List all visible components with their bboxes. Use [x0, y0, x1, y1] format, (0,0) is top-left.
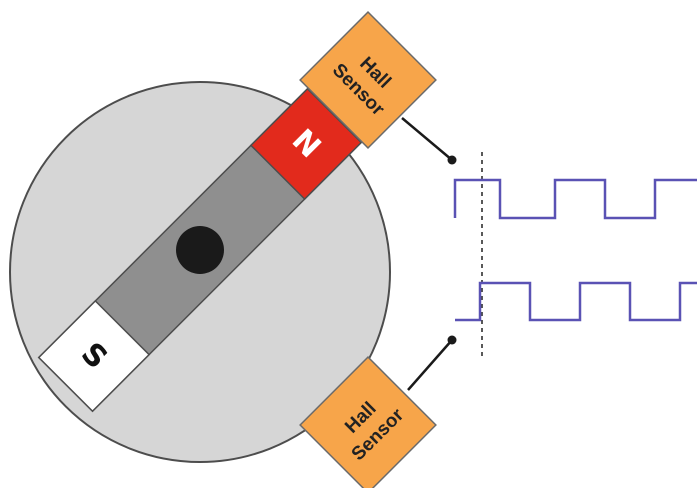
top-sensor-lead [401, 117, 453, 161]
bottom-hall-sensor: Hall Sensor [299, 356, 437, 488]
top-sensor-box [299, 11, 437, 149]
sensor-b-waveform [455, 281, 697, 322]
south-pole [37, 299, 151, 413]
bottom-sensor-lead-dot [447, 335, 457, 345]
sensor-a-waveform [453, 178, 697, 220]
north-pole [249, 87, 363, 201]
bottom-sensor-box [299, 356, 437, 488]
top-hall-sensor: Hall Sensor [299, 11, 437, 149]
axle [176, 226, 224, 274]
top-sensor-lead-dot [447, 155, 457, 165]
bottom-sensor-lead [407, 339, 453, 391]
